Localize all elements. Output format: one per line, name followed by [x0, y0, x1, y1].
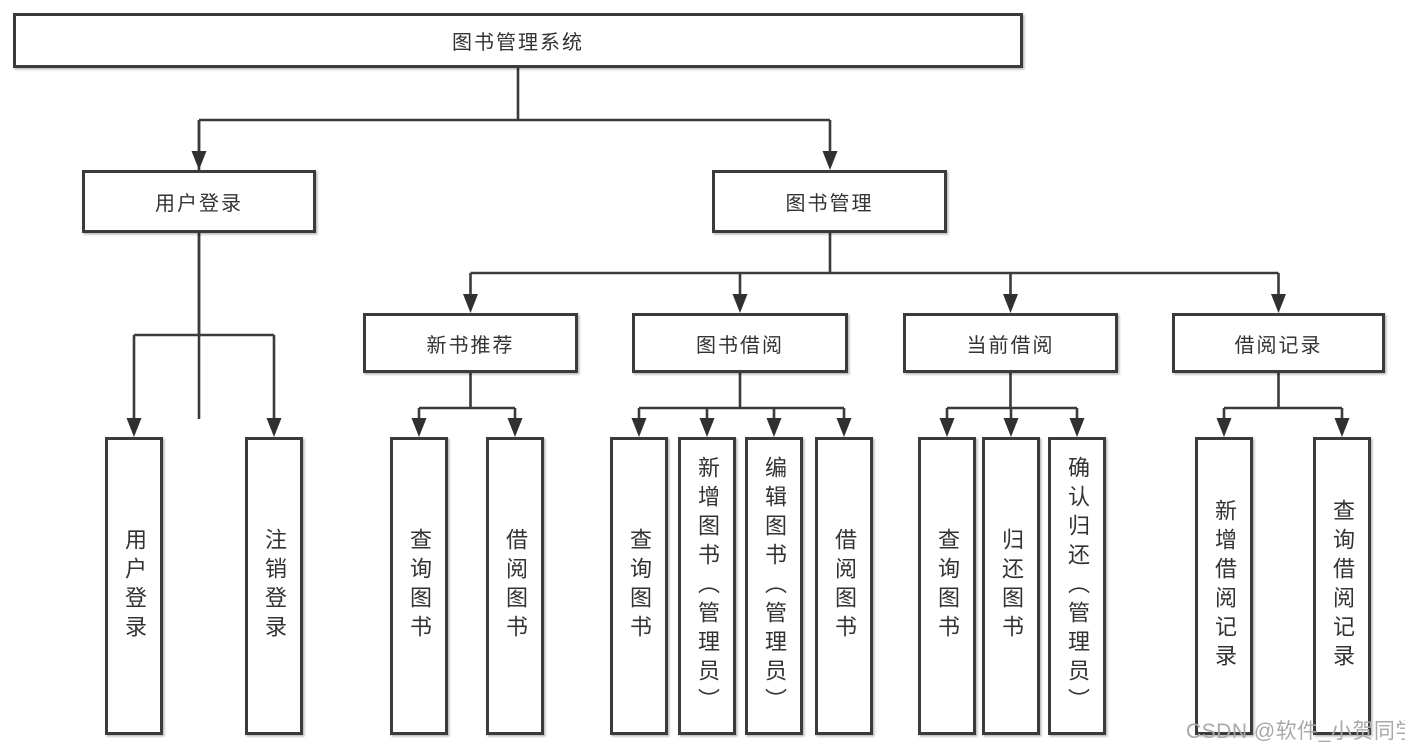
node-label: 用户登录 [122, 528, 147, 644]
node-new-book-recommend: 新书推荐 [363, 313, 578, 373]
leaf-query-books-current: 查询图书 [918, 437, 976, 735]
node-label: 注销登录 [262, 528, 287, 644]
node-label: 归还图书 [999, 528, 1024, 644]
node-label: 确认归还（管理员） [1065, 455, 1090, 717]
node-label: 借阅图书 [832, 528, 857, 644]
node-label: 新增图书（管理员） [695, 455, 720, 717]
node-label: 新书推荐 [426, 334, 515, 357]
node-book-management: 图书管理 [712, 170, 947, 233]
leaf-add-borrow-record: 新增借阅记录 [1195, 437, 1253, 735]
node-label: 新增借阅记录 [1212, 499, 1237, 673]
leaf-query-books-recommend: 查询图书 [390, 437, 448, 735]
csdn-watermark: CSDN @软件_小贺同学 [1186, 720, 1405, 743]
node-root-library-system: 图书管理系统 [13, 13, 1023, 68]
node-user-login: 用户登录 [82, 170, 316, 233]
node-label: 查询图书 [407, 528, 432, 644]
leaf-borrow-books-recommend: 借阅图书 [486, 437, 544, 735]
leaf-query-borrow-record: 查询借阅记录 [1313, 437, 1371, 735]
leaf-edit-books-admin: 编辑图书（管理员） [745, 437, 803, 735]
node-label: 用户登录 [155, 193, 243, 215]
leaf-logout: 注销登录 [245, 437, 303, 735]
node-label: 图书管理系统 [452, 32, 584, 54]
leaf-return-books: 归还图书 [982, 437, 1040, 735]
node-book-borrow: 图书借阅 [632, 313, 848, 373]
node-label: 图书借阅 [696, 334, 784, 357]
node-label: 查询借阅记录 [1330, 499, 1355, 673]
leaf-add-books-admin: 新增图书（管理员） [678, 437, 736, 735]
node-label: 图书管理 [785, 193, 874, 215]
leaf-confirm-return-admin: 确认归还（管理员） [1048, 437, 1106, 735]
node-label: 编辑图书（管理员） [762, 455, 787, 717]
leaf-user-login: 用户登录 [105, 437, 163, 735]
node-label: 查询图书 [627, 528, 652, 644]
node-label: 借阅图书 [503, 528, 528, 644]
node-borrow-records: 借阅记录 [1172, 313, 1385, 373]
node-current-borrow: 当前借阅 [903, 313, 1118, 373]
leaf-borrow-books: 借阅图书 [815, 437, 873, 735]
node-label: 查询图书 [935, 528, 960, 644]
node-label: 借阅记录 [1234, 334, 1323, 357]
node-label: 当前借阅 [966, 334, 1055, 357]
leaf-query-books-borrow: 查询图书 [610, 437, 668, 735]
